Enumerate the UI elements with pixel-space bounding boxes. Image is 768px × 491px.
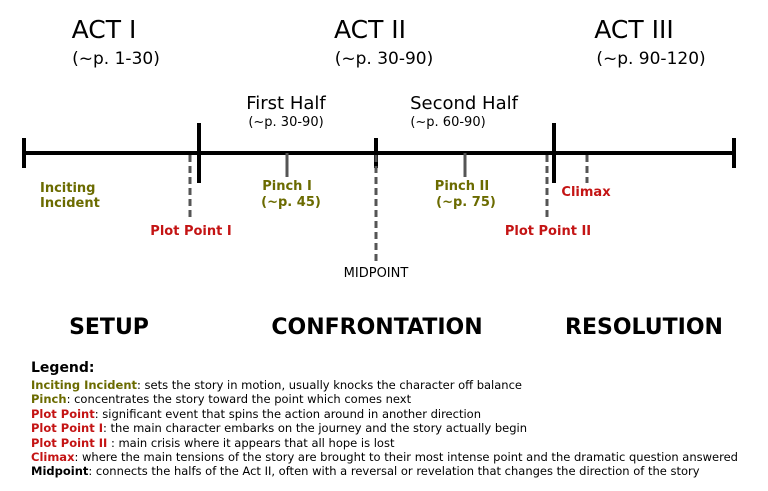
inciting-label-line-2: Incident [40,196,100,211]
pinch-1-pages: (~p. 45) [261,195,321,210]
section-setup: SETUP [69,315,149,340]
section-resolution: RESOLUTION [565,315,723,340]
second-half-pages: (~p. 60-90) [410,115,485,130]
act-1-pages: (~p. 1-30) [72,49,160,69]
act-3-title: ACT III [594,15,673,44]
act-3-pages: (~p. 90-120) [596,49,705,69]
second-half-title: Second Half [410,93,519,114]
legend-term: Plot Point II [31,435,108,450]
legend-desc: : connects the halfs of the Act II, ofte… [88,464,700,479]
climax-label: Climax [561,185,611,200]
first-half-title: First Half [246,93,326,114]
legend-title: Legend: [31,360,95,376]
act-2-pages: (~p. 30-90) [335,49,434,69]
legend-term: Plot Point [31,406,95,421]
legend-term: Pinch [31,392,67,407]
legend-item-plot-point: Plot Point: significant event that spins… [31,407,761,421]
legend: Legend: Inciting Incident: sets the stor… [31,360,761,479]
legend-term: Inciting Incident [31,378,138,392]
inciting-label-line-1: Inciting [40,181,96,196]
legend-desc: : significant event that spins the actio… [94,406,481,421]
legend-term: Plot Point I [31,421,104,436]
legend-desc: : concentrates the story toward the poin… [66,392,412,407]
pinch-2-pages: (~p. 75) [436,195,496,210]
plot-point-2-label: Plot Point II [505,224,591,239]
legend-desc: : the main character embarks on the jour… [103,421,527,436]
first-half-pages: (~p. 30-90) [248,115,323,130]
legend-desc: : main crisis where it appears that all … [107,435,395,450]
section-confrontation: CONFRONTATION [271,315,482,340]
midpoint-label: MIDPOINT [344,266,409,281]
pinch-1-label: Pinch I [262,179,312,194]
pinch-2-label: Pinch II [435,179,489,194]
legend-item-midpoint: Midpoint: connects the halfs of the Act … [31,464,761,478]
legend-term: Climax [31,450,75,465]
legend-desc: : where the main tensions of the story a… [74,450,738,465]
act-1-title: ACT I [72,15,137,44]
legend-term: Midpoint [31,464,89,479]
legend-desc: : sets the story in motion, usually knoc… [137,378,522,392]
legend-item-plot-point-1: Plot Point I: the main character embarks… [31,421,761,435]
legend-item-pinch: Pinch: concentrates the story toward the… [31,392,761,406]
legend-item-climax: Climax: where the main tensions of the s… [31,450,761,464]
plot-point-1-label: Plot Point I [150,224,231,239]
legend-item-inciting-incident: Inciting Incident: sets the story in mot… [31,378,761,392]
legend-item-plot-point-2: Plot Point II : main crisis where it app… [31,436,761,450]
act-2-title: ACT II [334,15,406,44]
